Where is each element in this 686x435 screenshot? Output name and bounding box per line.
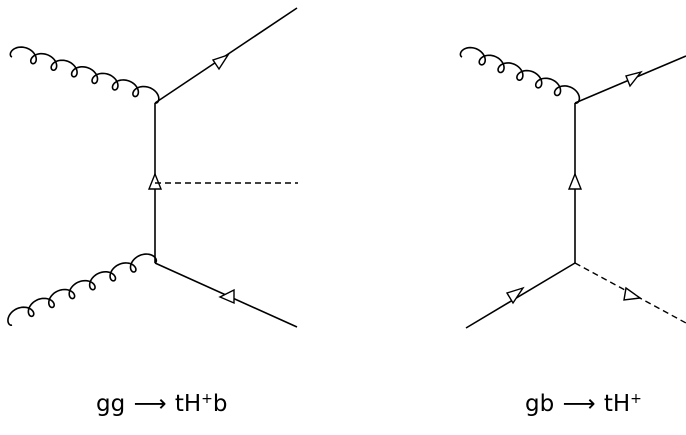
charge-left: + [201, 391, 213, 407]
final-state-prefix-right: tH [603, 391, 631, 417]
propagator-arrow-left [147, 172, 163, 190]
initial-state-left: gg [96, 391, 126, 417]
gluon-line-upper-left [9, 46, 160, 104]
incoming-b-arrow [505, 286, 525, 305]
propagator-arrow-right [567, 172, 583, 190]
charge-right: + [630, 391, 642, 407]
reaction-arrow-right: ⟶ [562, 391, 596, 417]
gluon-line-lower-left [7, 253, 158, 326]
diagram-gg-to-tHb [7, 7, 298, 328]
diagram-gb-to-tH [459, 46, 686, 329]
initial-state-right: gb [525, 391, 555, 417]
reaction-arrow-left: ⟶ [133, 391, 167, 417]
final-state-prefix-left: tH [174, 391, 202, 417]
outgoing-top-arrow [211, 53, 230, 71]
outgoing-b-arrow [218, 288, 235, 305]
incoming-b-quark-line [465, 262, 576, 329]
gluon-line-right [459, 46, 581, 104]
outgoing-top-arrow-right [625, 70, 643, 88]
process-label-right: gb ⟶ tH+ [525, 391, 642, 417]
charged-higgs-arrow-right [623, 286, 642, 301]
final-state-suffix-left: b [212, 391, 228, 417]
process-label-left: gg ⟶ tH+b [96, 391, 227, 417]
